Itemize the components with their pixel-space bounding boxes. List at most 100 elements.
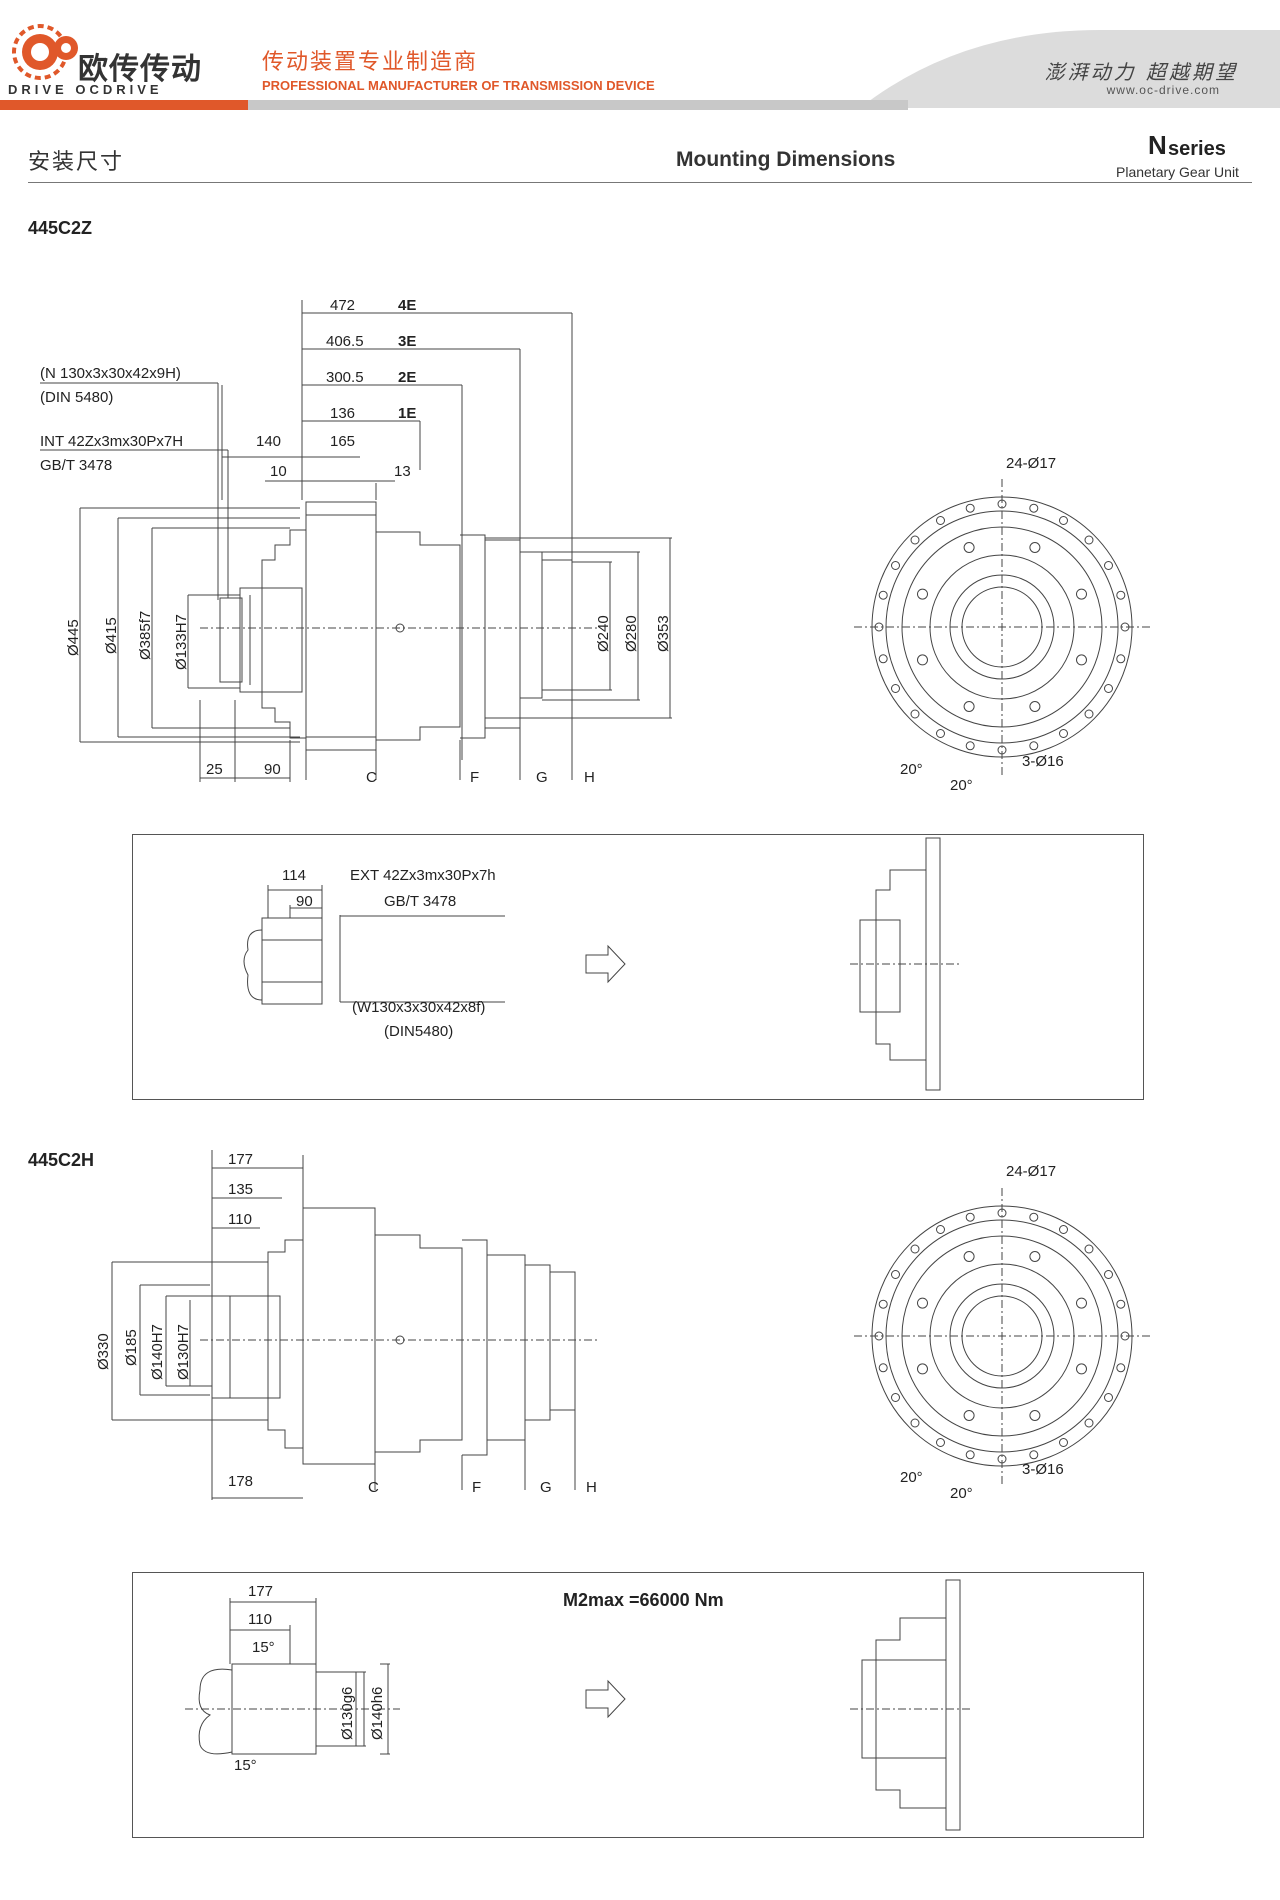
holes-3x16-2: 3-Ø16	[1022, 1461, 1064, 1478]
dia-330: Ø330	[95, 1333, 112, 1370]
model-445c2z: 445C2Z	[28, 218, 93, 238]
dim-25: 25	[206, 761, 223, 778]
dim-177-box2: 177	[248, 1583, 274, 1600]
dim-165: 165	[330, 433, 356, 450]
inner-bolt-hole	[1076, 1297, 1087, 1309]
inner-bolt-hole	[1029, 542, 1041, 553]
marker-g-2: G	[540, 1479, 552, 1496]
variant-frame-2	[132, 1572, 1144, 1838]
bolt-hole	[1116, 654, 1126, 664]
page-header: 欧传传动 DRIVE OCDRIVE 传动装置专业制造商 PROFESSIONA…	[0, 0, 1280, 110]
dia-130h7: Ø130H7	[175, 1324, 192, 1380]
logo-name-cn: 欧传传动	[78, 53, 202, 86]
length-4e: 472	[330, 297, 356, 314]
bolt-hole	[936, 516, 945, 525]
dia-280: Ø280	[623, 615, 640, 652]
header-band	[0, 0, 1280, 110]
holes-24x17-1: 24-Ø17	[1006, 455, 1057, 472]
gear-unit-side-view-1	[40, 300, 672, 782]
dim-90-box1: 90	[296, 893, 313, 910]
bolt-hole	[891, 1393, 900, 1402]
inner-bolt-hole	[917, 588, 928, 600]
bolt-hole	[878, 590, 888, 600]
inner-bolt-hole	[963, 542, 975, 553]
bolt-hole	[910, 1418, 920, 1428]
dia-240: Ø240	[595, 615, 612, 652]
stage-1e: 1E	[398, 405, 417, 422]
marker-c-1: C	[366, 769, 377, 786]
inner-bolt-hole	[963, 1251, 975, 1262]
gear-unit-front-view-2	[854, 1188, 1150, 1484]
bolt-hole	[965, 741, 975, 751]
bolt-hole	[1029, 741, 1039, 751]
stage-3e: 3E	[398, 333, 417, 350]
bolt-hole	[874, 622, 884, 632]
output-shaft-variant-1	[243, 837, 960, 1091]
bolt-hole	[1104, 1393, 1113, 1402]
bolt-hole	[936, 729, 945, 738]
bolt-hole	[965, 503, 975, 513]
spline-w-din5480: (DIN5480)	[384, 1023, 454, 1040]
slogan-cn: 传动装置专业制造商	[262, 49, 479, 74]
bolt-circle-2	[874, 1208, 1130, 1464]
dia-185: Ø185	[123, 1329, 140, 1366]
series-word: series	[1168, 138, 1226, 160]
inner-bolt-hole	[1029, 701, 1041, 712]
bolt-hole	[1120, 1331, 1130, 1341]
title-divider	[28, 182, 1252, 183]
marker-f-2: F	[472, 1479, 482, 1496]
spline-ext42z: EXT 42Zx3mx30Px7h	[350, 867, 496, 884]
bolt-hole	[878, 1299, 888, 1309]
spline-w130: (W130x3x30x42x8f)	[352, 999, 486, 1016]
bolt-hole	[1059, 729, 1068, 738]
dim-177: 177	[228, 1151, 254, 1168]
marker-h-2: H	[586, 1479, 597, 1496]
bolt-hole	[1059, 1225, 1068, 1234]
model-445c2h: 445C2H	[28, 1150, 95, 1170]
bolt-hole	[891, 684, 900, 693]
dia-445: Ø445	[65, 619, 82, 656]
series-letter: N	[1148, 130, 1167, 160]
bolt-hole	[1104, 1270, 1113, 1279]
spline-din5480: (DIN 5480)	[40, 389, 114, 406]
variant-frame-1	[132, 834, 1144, 1100]
bolt-hole	[874, 1331, 884, 1341]
website-url: www.oc-drive.com	[1106, 83, 1220, 97]
marker-c-2: C	[368, 1479, 379, 1496]
inner-bolt-hole	[917, 654, 928, 666]
bolt-hole	[997, 1208, 1007, 1218]
length-1e: 136	[330, 405, 356, 422]
stage-2e: 2E	[398, 369, 417, 386]
marker-h-1: H	[584, 769, 595, 786]
inner-bolt-hole	[1076, 654, 1087, 666]
bolt-hole	[1084, 1418, 1094, 1428]
bolt-hole	[1029, 503, 1039, 513]
page-title-en: Mounting Dimensions	[676, 148, 896, 171]
angle-20-a-2: 20°	[900, 1469, 923, 1486]
bolt-hole	[997, 745, 1007, 755]
bolt-hole	[1084, 709, 1094, 719]
spline-int42z: INT 42Zx3mx30Px7H	[40, 433, 184, 450]
bolt-hole	[910, 709, 920, 719]
inner-bolt-hole	[1029, 1251, 1041, 1262]
dim-114: 114	[282, 867, 306, 884]
dia-140h6: Ø140h6	[369, 1686, 386, 1740]
dim-110-box2: 110	[248, 1611, 272, 1628]
bolt-hole	[891, 1270, 900, 1279]
inner-bolt-hole	[917, 1297, 928, 1309]
bolt-hole	[1084, 535, 1094, 545]
angle-20-b-1: 20°	[950, 777, 973, 794]
bolt-hole	[1116, 1363, 1126, 1373]
bolt-hole	[936, 1438, 945, 1447]
title-row: 安装尺寸 Mounting Dimensions N series Planet…	[0, 110, 1280, 184]
bolt-hole	[1104, 561, 1113, 570]
bolt-hole	[1104, 684, 1113, 693]
dim-135: 135	[228, 1181, 254, 1198]
dia-415: Ø415	[103, 617, 120, 654]
angle-15-b: 15°	[234, 1757, 257, 1774]
angle-15-a: 15°	[252, 1639, 275, 1656]
inner-bolt-hole	[963, 1410, 975, 1421]
dia-140h7: Ø140H7	[149, 1324, 166, 1380]
dim-178: 178	[228, 1473, 254, 1490]
